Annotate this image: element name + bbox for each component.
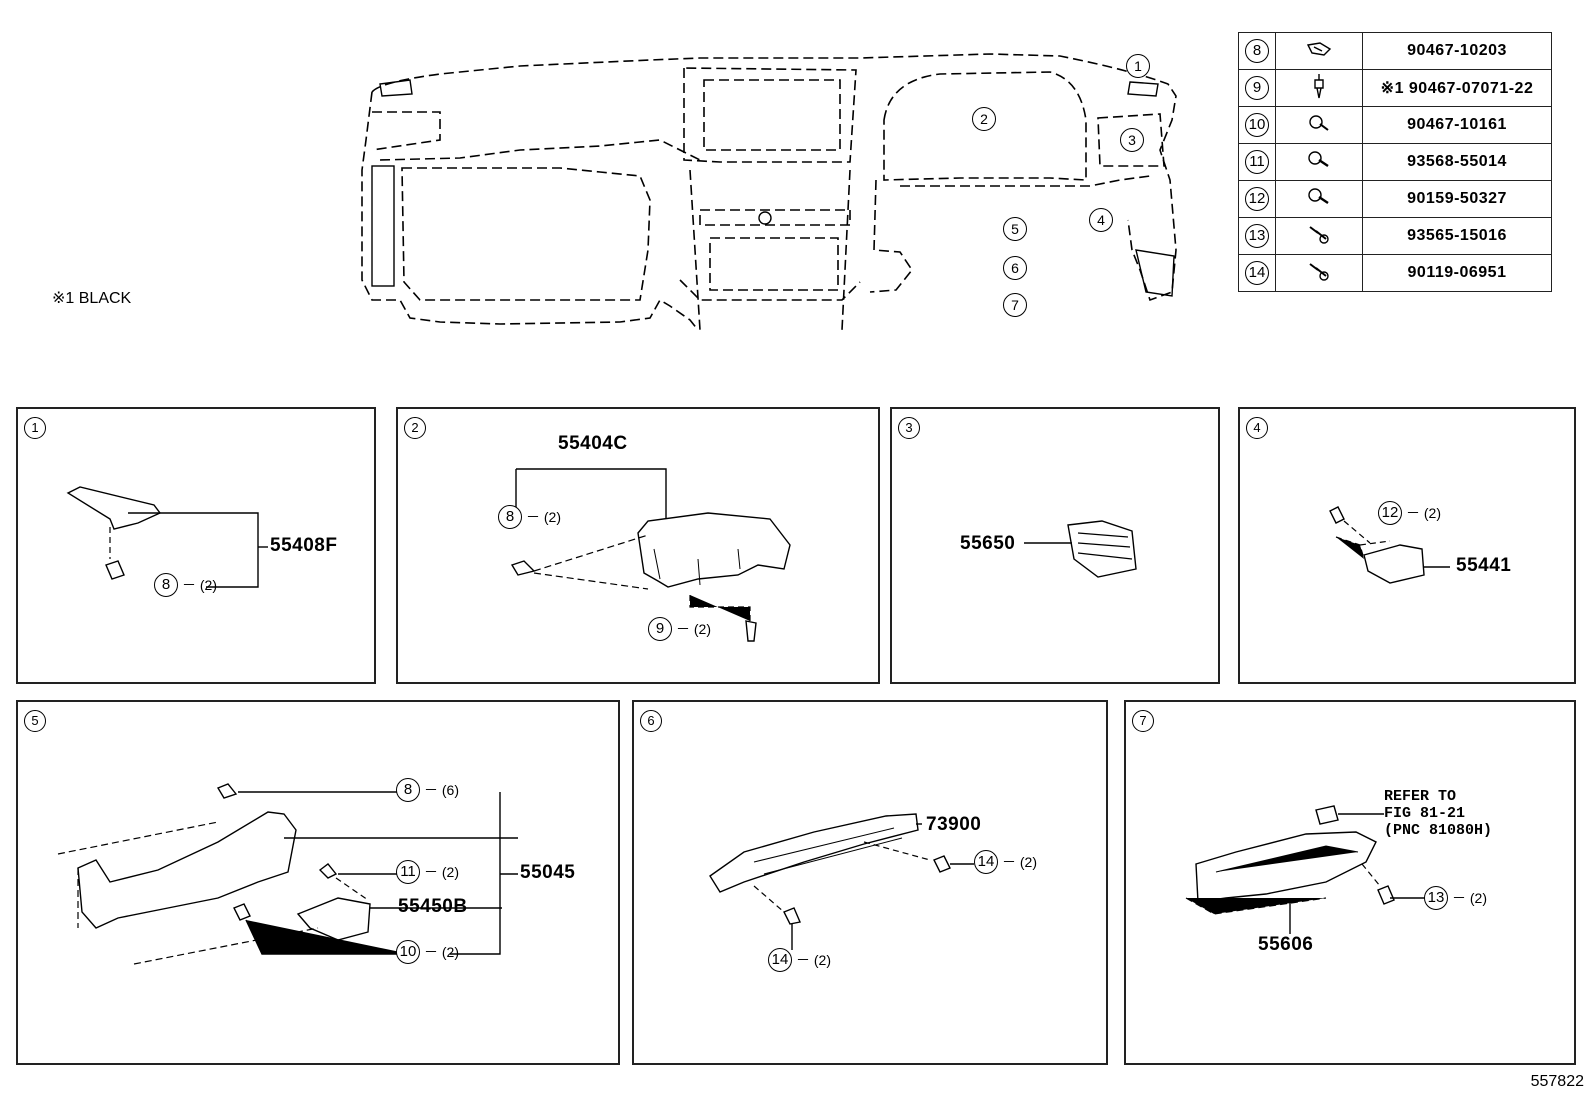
fastener-callout: 8 － (6) (396, 778, 459, 802)
part-number: 93568-55014 (1362, 143, 1552, 181)
panel-number: 4 (1246, 417, 1268, 439)
quantity: － (2) (1452, 890, 1487, 906)
quantity: － (6) (424, 782, 459, 798)
fastener-callout: 14 － (2) (974, 850, 1037, 874)
ref-circle: 13 (1245, 224, 1269, 248)
fastener-callout: 10 － (2) (396, 940, 459, 964)
table-row: 9 ※1 90467-07071-22 (1238, 69, 1552, 107)
part-number: 90467-10161 (1362, 106, 1552, 144)
part-number: ※1 90467-07071-22 (1362, 69, 1552, 107)
ref-circle: 8 (498, 505, 522, 529)
overview-label-3: 3 (1120, 128, 1144, 152)
ref-circle: 11 (1245, 150, 1269, 174)
part-number-label: 55450B (398, 896, 468, 917)
part-number-label: 73900 (926, 814, 982, 835)
ref-circle: 12 (1245, 187, 1269, 211)
part-number: 90119-06951 (1362, 254, 1552, 292)
ref-circle: 13 (1424, 886, 1448, 910)
lower-cover-drawing (1185, 805, 1426, 934)
table-row: 10 90467-10161 (1238, 106, 1552, 144)
part-number: 93565-15016 (1362, 217, 1552, 255)
panel-number: 1 (24, 417, 46, 439)
panel-number: 2 (404, 417, 426, 439)
fastener-callout: 14 － (2) (768, 948, 831, 972)
ref-circle: 14 (768, 948, 792, 972)
ref-circle: 10 (1245, 113, 1269, 137)
detail-panel-3: 3 55650 (890, 407, 1220, 684)
ref-circle: 9 (648, 617, 672, 641)
overview-label-5: 5 (1003, 217, 1027, 241)
part-number-label: 55404C (558, 433, 628, 454)
quantity: － (2) (182, 577, 217, 593)
air-outlet-drawing (1024, 520, 1137, 578)
part-number-label: 55650 (960, 533, 1016, 554)
detail-panel-6: 6 73900 14 － (2) 14 － (2) (632, 700, 1108, 1065)
lower-panel-drawing (57, 783, 518, 965)
screw-icon (1308, 150, 1329, 167)
black-color-note: ※1 BLACK (52, 290, 132, 307)
refer-note: REFER TO FIG 81-21 (PNC 81080H) (1384, 788, 1493, 839)
quantity: － (2) (796, 952, 831, 968)
table-row: 12 90159-50327 (1238, 180, 1552, 218)
cover-part-drawing (66, 486, 268, 588)
overview-label-1: 1 (1126, 54, 1150, 78)
fastener-callout: 12 － (2) (1378, 501, 1441, 525)
table-row: 8 90467-10203 (1238, 32, 1552, 70)
part-number: 90159-50327 (1362, 180, 1552, 218)
quantity: － (2) (424, 944, 459, 960)
cluster-finish-panel-drawing (510, 468, 791, 642)
detail-panel-2: 2 55404C 8 － (2) 9 － (2) (396, 407, 880, 684)
ref-circle: 8 (396, 778, 420, 802)
quantity: － (2) (526, 509, 561, 525)
detail-panel-5: 5 8 － (6) 11 － (2) 10 － (2) 55045 55450B (16, 700, 620, 1065)
screw-grommet-icon (1309, 114, 1329, 131)
fastener-callout: 11 － (2) (396, 860, 459, 884)
table-row: 14 90119-06951 (1238, 254, 1552, 292)
ref-circle: 14 (1245, 261, 1269, 285)
panel-number: 6 (640, 710, 662, 732)
overview-label-4: 4 (1089, 208, 1113, 232)
part-number-label: 55408F (270, 535, 338, 556)
ref-circle: 8 (1245, 39, 1269, 63)
overview-label-2: 2 (972, 107, 996, 131)
fastener-table: 8 90467-10203 9 ※1 90467-07071-22 10 904… (1238, 32, 1552, 292)
part-number-label: 55606 (1258, 934, 1314, 955)
fastener-callout: 8 － (2) (154, 573, 217, 597)
ref-circle: 12 (1378, 501, 1402, 525)
detail-panel-4: 4 12 － (2) 55441 (1238, 407, 1576, 684)
ref-circle: 9 (1245, 76, 1269, 100)
part-number: 90467-10203 (1362, 32, 1552, 70)
screw-icon (1309, 225, 1329, 244)
ref-circle: 11 (396, 860, 420, 884)
panel-number: 7 (1132, 710, 1154, 732)
fastener-callout: 9 － (2) (648, 617, 711, 641)
switch-base-drawing (1329, 506, 1450, 584)
pin-clip-icon (1314, 73, 1324, 98)
reinforcement-drawing (709, 813, 974, 950)
fastener-callout: 8 － (2) (498, 505, 561, 529)
overview-label-7: 7 (1003, 293, 1027, 317)
part-number-label: 55441 (1456, 555, 1512, 576)
screw-icon (1309, 262, 1329, 281)
bolt-icon (1308, 187, 1329, 204)
quantity: － (2) (676, 621, 711, 637)
table-row: 13 93565-15016 (1238, 217, 1552, 255)
overview-label-6: 6 (1003, 256, 1027, 280)
ref-circle: 8 (154, 573, 178, 597)
fastener-callout: 13 － (2) (1424, 886, 1487, 910)
quantity: － (2) (424, 864, 459, 880)
table-row: 11 93568-55014 (1238, 143, 1552, 181)
figure-id: 557822 (1530, 1073, 1584, 1090)
clip-icon (1306, 41, 1332, 56)
ref-circle: 14 (974, 850, 998, 874)
quantity: － (2) (1406, 505, 1441, 521)
panel-number: 3 (898, 417, 920, 439)
part-number-label: 55045 (520, 862, 576, 883)
panel-number: 5 (24, 710, 46, 732)
quantity: － (2) (1002, 854, 1037, 870)
dashboard-overview-drawing (361, 53, 1177, 331)
ref-circle: 10 (396, 940, 420, 964)
detail-panel-7: 7 REFER TO FIG 81-21 (PNC 81080H) 13 － (… (1124, 700, 1576, 1065)
detail-panel-1: 1 55408F 8 － (2) (16, 407, 376, 684)
